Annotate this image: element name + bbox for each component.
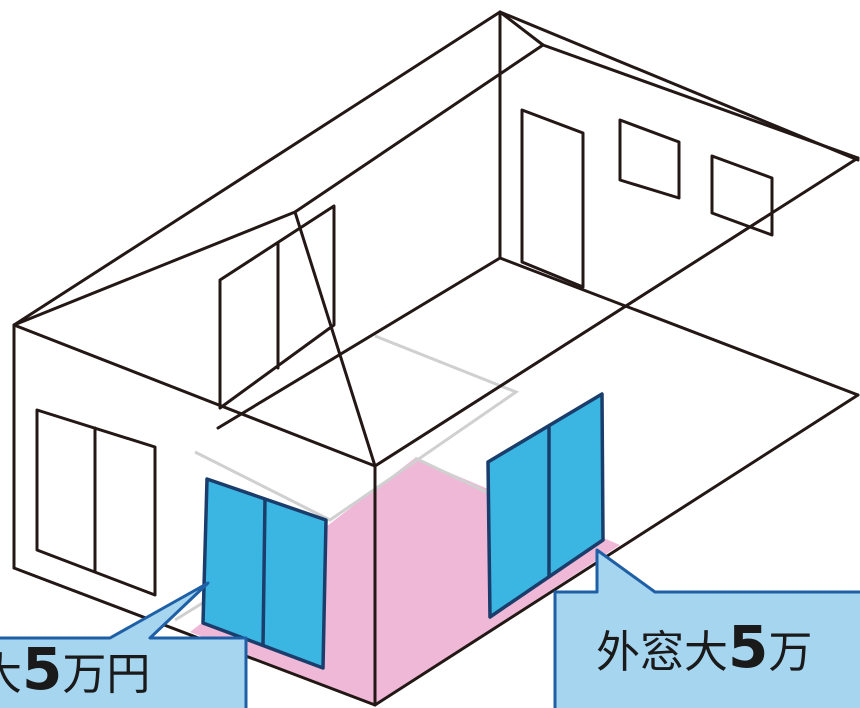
callout-left — [0, 581, 248, 708]
house-wireframe — [12, 10, 860, 707]
callout-left-label: 大5万円 — [0, 635, 151, 703]
callout-right-label: 外窓大5万 — [596, 613, 813, 681]
front-right-window — [486, 392, 605, 619]
callout-right — [553, 548, 860, 708]
highlighted-windows — [201, 392, 605, 670]
